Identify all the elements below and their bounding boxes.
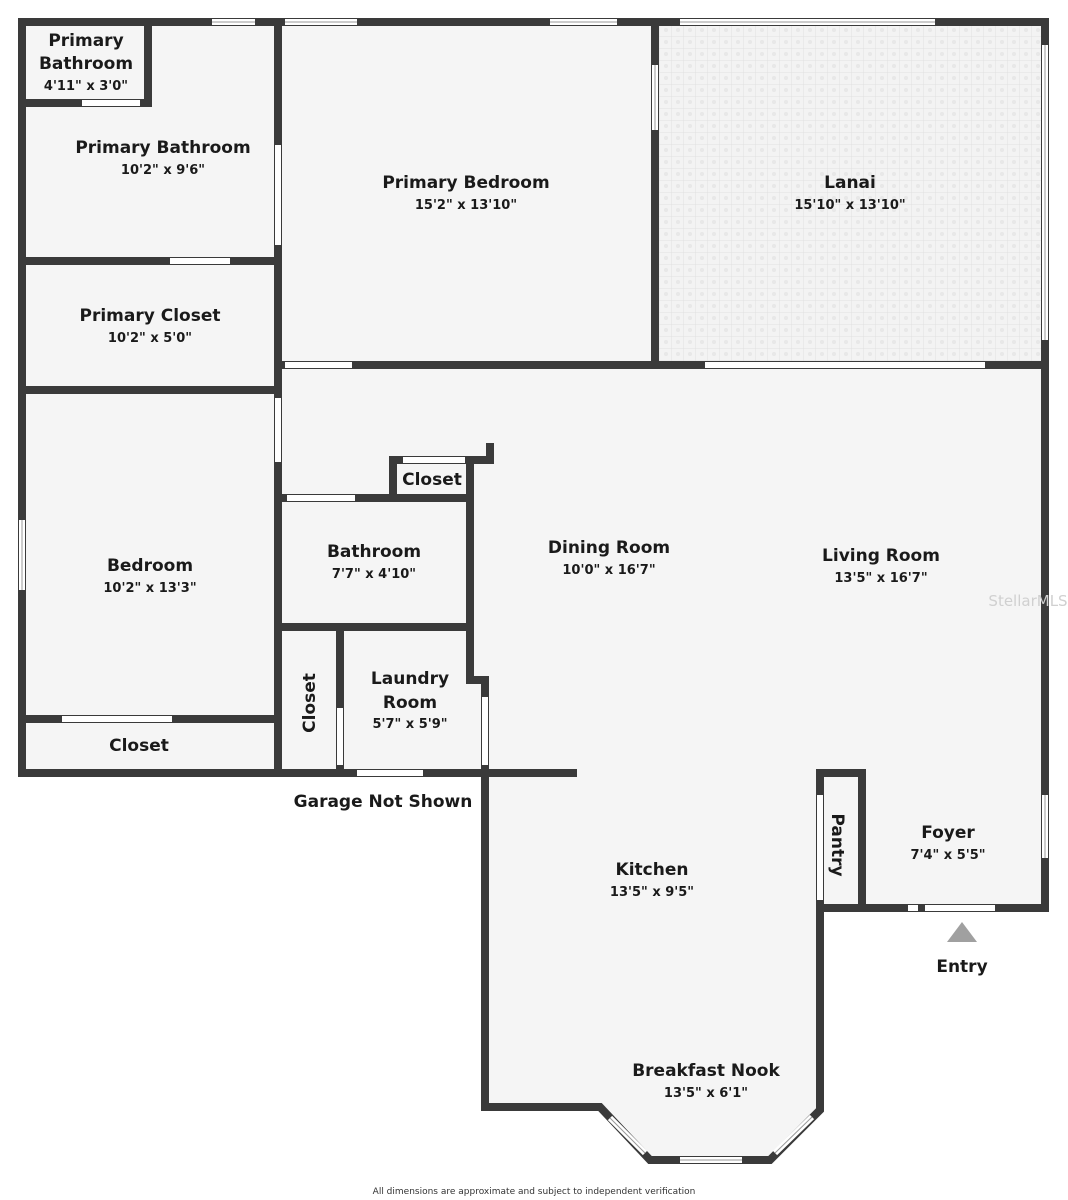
room-name: Bedroom	[107, 556, 193, 576]
room-dims: 10'2" x 5'0"	[108, 331, 192, 346]
room-name: Laundry	[371, 669, 449, 689]
room-dims: 7'7" x 4'10"	[332, 567, 416, 582]
room-name: Bathroom	[39, 54, 133, 74]
room-dims: 13'5" x 6'1"	[664, 1086, 748, 1101]
room-name: Closet	[300, 673, 320, 733]
room-name: Breakfast Nook	[632, 1061, 780, 1081]
room-dims: 15'2" x 13'10"	[415, 198, 517, 213]
room-name: Room	[383, 693, 437, 713]
windows	[19, 19, 1048, 1163]
room-dims: 7'4" x 5'5"	[910, 848, 985, 863]
watermark: StellarMLS	[988, 592, 1067, 610]
room-dims: 15'10" x 13'10"	[794, 198, 905, 213]
room-name: Primary Bathroom	[75, 138, 250, 158]
room-name: Primary Closet	[80, 306, 221, 326]
entry-label: Entry	[936, 957, 987, 977]
room-name: Foyer	[921, 823, 975, 843]
room-dims: 10'0" x 16'7"	[562, 563, 655, 578]
room-name: Dining Room	[548, 538, 670, 558]
room-dims: 10'2" x 9'6"	[121, 163, 205, 178]
lanai-floor	[659, 26, 1045, 365]
room-name: Pantry	[827, 813, 847, 876]
room-dims: 13'5" x 9'5"	[610, 885, 694, 900]
room-dims: 13'5" x 16'7"	[834, 571, 927, 586]
room-name: Bathroom	[327, 542, 421, 562]
room-dims: 10'2" x 13'3"	[103, 581, 196, 596]
room-name: Primary Bedroom	[382, 173, 549, 193]
garage-note: Garage Not Shown	[294, 792, 473, 812]
room-name: Closet	[109, 736, 169, 756]
room-name: Lanai	[824, 173, 876, 193]
floor-fill	[22, 22, 1045, 1160]
room-name: Primary	[48, 31, 123, 51]
room-dims: 4'11" x 3'0"	[44, 79, 128, 94]
room-name: Living Room	[822, 546, 940, 566]
room-name: Kitchen	[616, 860, 689, 880]
room-name: Closet	[402, 470, 462, 490]
doors	[62, 100, 995, 911]
entry-marker-icon	[947, 922, 977, 942]
room-dims: 5'7" x 5'9"	[372, 717, 447, 732]
disclaimer: All dimensions are approximate and subje…	[373, 1187, 696, 1197]
